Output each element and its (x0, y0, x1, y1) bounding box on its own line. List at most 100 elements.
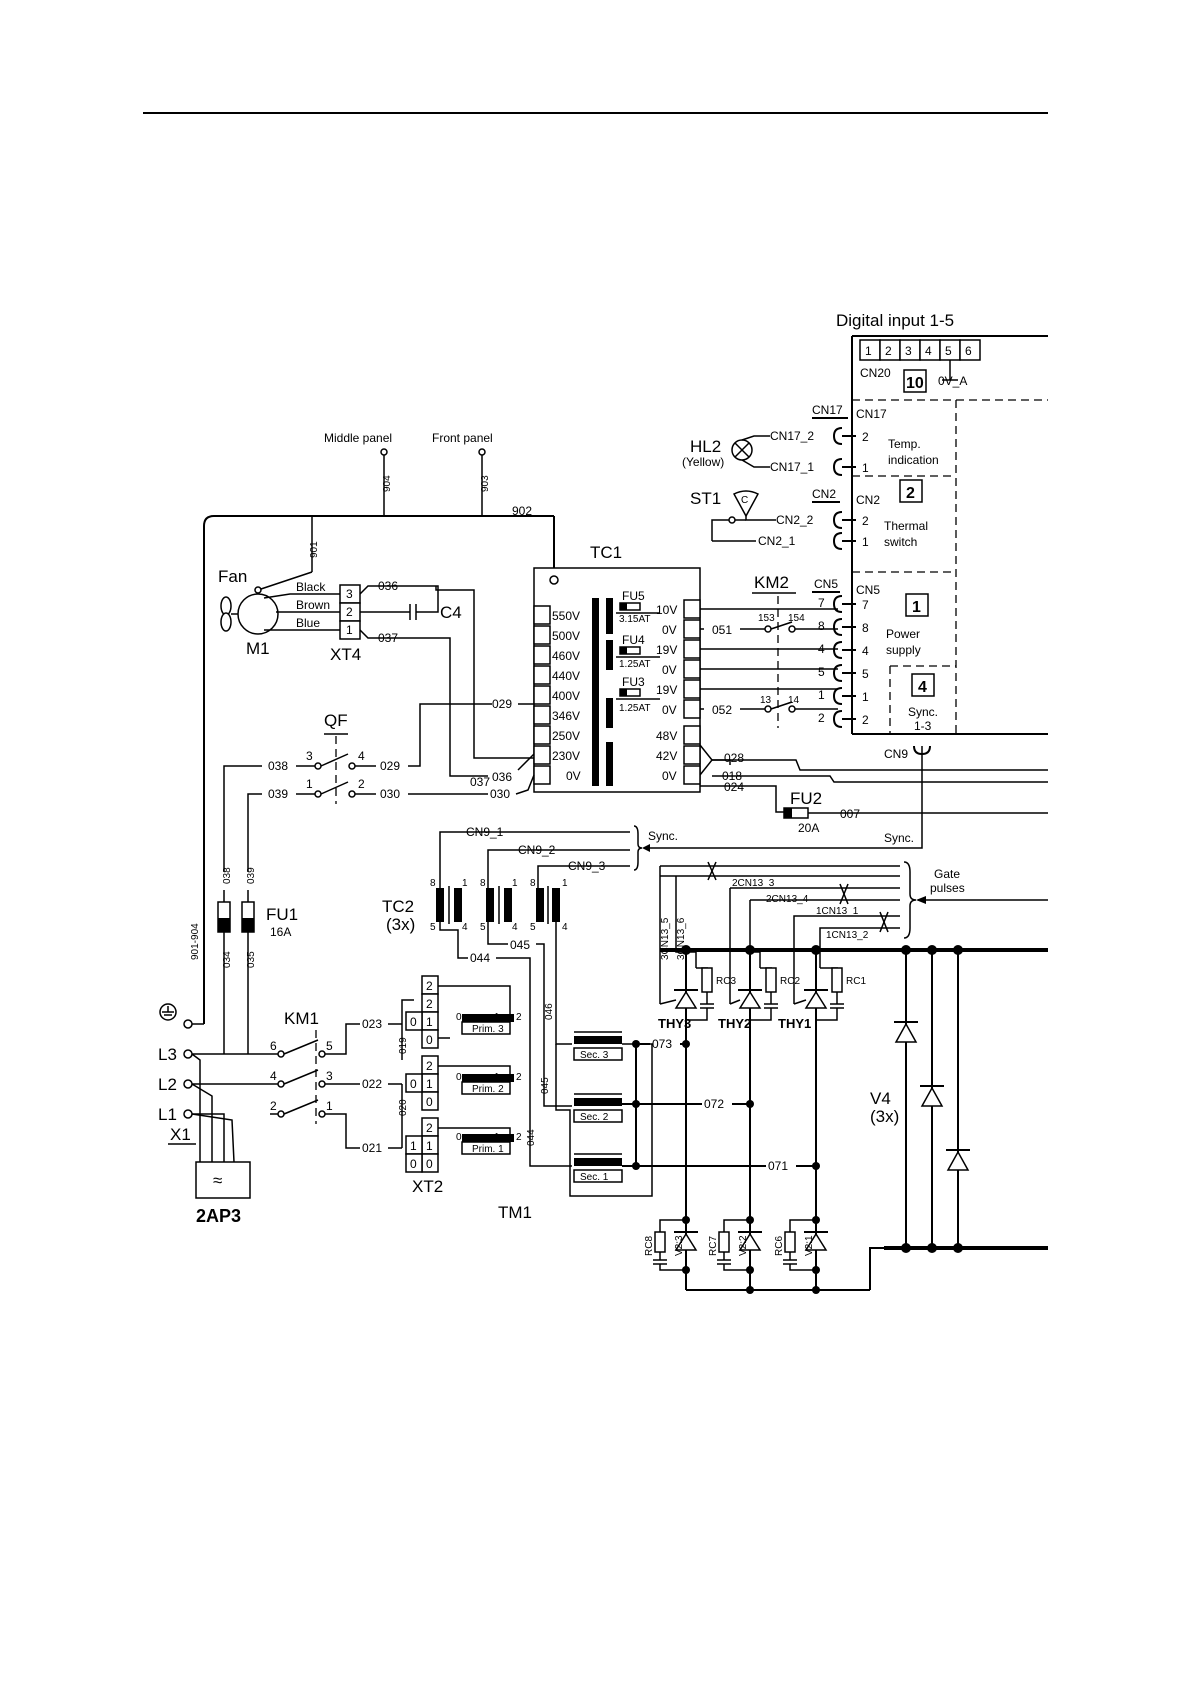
thy2-label: THY2 (718, 1016, 751, 1031)
xt2-label: XT2 (412, 1177, 443, 1196)
tc2-count: (3x) (386, 915, 415, 934)
tc1-w036: 036 (492, 770, 512, 784)
w007-label: 007 (840, 807, 860, 821)
v4-label: V4 (870, 1089, 891, 1108)
km2-c154: 154 (788, 613, 805, 624)
km2-label: KM2 (754, 573, 789, 592)
km1-w021: 021 (362, 1141, 382, 1155)
xt4-pin-2: 2 (346, 605, 353, 619)
fu5-rating: 3.15AT (619, 614, 651, 625)
prim1-label: Prim. 1 (472, 1144, 504, 1155)
tc1-w030: 030 (490, 787, 510, 801)
rc6-label: RC6 (774, 1236, 785, 1256)
brown-label: Brown (296, 598, 330, 612)
km2-c13: 13 (760, 695, 772, 706)
w052-label: 052 (712, 703, 732, 717)
qf-pin-2: 2 (358, 777, 365, 791)
xt4-pin-1: 1 (346, 623, 353, 637)
tc2c-pin-4: 4 (562, 922, 568, 933)
w018-label: 018 (722, 769, 742, 783)
tc1-w037: 037 (470, 775, 490, 789)
cn2-pin-1: 1 (862, 535, 869, 549)
cn5-wire-2: 2 (818, 711, 825, 725)
block-1: 1 (912, 599, 921, 616)
xt2-p2-1: 1 (426, 1077, 433, 1091)
fu2-rating: 20A (798, 821, 819, 835)
xt2-p2-0: 0 (426, 1095, 433, 1109)
qf-w030: 030 (380, 787, 400, 801)
tc2-label: TC2 (382, 897, 414, 916)
xt2-p3-1: 1 (426, 1015, 433, 1029)
v22-label: V2:2 (738, 1235, 749, 1256)
fu5-label: FU5 (622, 589, 645, 603)
tc2-w045: 045 (510, 938, 530, 952)
tc1-secondary-wiring: 051 153 154 052 13 14 KM2 028 018 024 FU… (699, 573, 1048, 835)
rc1-label: RC1 (846, 976, 866, 987)
tap-0v: 0V (566, 769, 581, 783)
xt2-p2-2: 2 (426, 1059, 433, 1073)
hl2-lamp: HL2 (Yellow) (682, 435, 770, 469)
xt2-p1-0: 0 (426, 1157, 433, 1171)
km1-w022: 022 (362, 1077, 382, 1091)
xt4-label: XT4 (330, 645, 361, 664)
w901-904-label: 901-904 (190, 923, 201, 960)
xt2-p1-1: 1 (426, 1139, 433, 1153)
block-10: 10 (906, 375, 924, 392)
xt2-left-0a: 0 (410, 1015, 417, 1029)
black-label: Black (296, 580, 326, 594)
km1-pin-3: 3 (326, 1069, 333, 1083)
tm1-w045: 045 (540, 1077, 551, 1094)
sec-19v-b: 19V (656, 683, 677, 697)
middle-panel-label: Middle panel (324, 431, 392, 445)
cn2-inner-label: CN2 (856, 493, 880, 507)
cn20-pin-5: 5 (945, 344, 952, 358)
sync-label-1: Sync. (908, 705, 938, 719)
qf-w039: 039 (268, 787, 288, 801)
xt4-037-label: 037 (378, 631, 398, 645)
tap-440v: 440V (552, 669, 580, 683)
thy1-label: THY1 (778, 1016, 811, 1031)
v4-diodes: V4 (3x) (870, 950, 970, 1253)
cn9-3-label: CN9_3 (568, 859, 606, 873)
cn9-1-label: CN9_1 (466, 825, 504, 839)
xt2-w020: 020 (398, 1099, 409, 1116)
v23-label: V2:3 (674, 1235, 685, 1256)
hl2-color-label: (Yellow) (682, 455, 724, 469)
prim2-pin-2: 2 (516, 1072, 522, 1083)
x1-label: X1 (170, 1125, 191, 1144)
control-board: Digital input 1-5 1 2 3 4 5 6 CN20 10 0V… (758, 311, 1048, 761)
km1-pin-4: 4 (270, 1069, 277, 1083)
tap-346v: 346V (552, 709, 580, 723)
xt4-pin-3: 3 (346, 587, 353, 601)
cn5-wire-8: 8 (818, 619, 825, 633)
tap-460v: 460V (552, 649, 580, 663)
thermal-label-2: switch (884, 535, 917, 549)
prim2-pin-0: 0 (456, 1072, 462, 1083)
gate-1cn13-2: 1CN13_2 (826, 930, 869, 941)
hl2-label: HL2 (690, 437, 721, 456)
km1-pin-6: 6 (270, 1039, 277, 1053)
block-2: 2 (906, 485, 915, 502)
cn17-inner-label: CN17 (856, 407, 887, 421)
cn17-1-label: CN17_1 (770, 460, 814, 474)
cn2-outer-label: CN2 (812, 487, 836, 501)
zero-v-a-label: 0V_A (938, 374, 967, 388)
tc2a-pin-4: 4 (462, 922, 468, 933)
thyristor-bridge: RC3 RC2 RC1 THY3 THY2 THY1 RC8 V2:3 RC7 … (644, 945, 1048, 1294)
l2-label: L2 (158, 1075, 177, 1094)
cn20-pin-4: 4 (925, 344, 932, 358)
fu4-rating: 1.25AT (619, 659, 651, 670)
prim2-label: Prim. 2 (472, 1084, 504, 1095)
tm1-secondaries: 046 045 044 Sec. 3 Sec. 2 Sec. 1 073 072… (526, 1003, 816, 1197)
sec-19v-a: 19V (656, 643, 677, 657)
tap-230v: 230V (552, 749, 580, 763)
gate-label-1: Gate (934, 867, 960, 881)
w051-label: 051 (712, 623, 732, 637)
km1-label: KM1 (284, 1009, 319, 1028)
tc2b-pin-4: 4 (512, 922, 518, 933)
fu1-rating: 16A (270, 925, 291, 939)
fu1-fuses: 038 039 034 035 FU1 16A (217, 867, 298, 1054)
cn17-outer-label: CN17 (812, 403, 843, 417)
tc1-transformer: TC1 550V 500V 460V 440V 400V 346V 250V 2… (533, 543, 701, 793)
